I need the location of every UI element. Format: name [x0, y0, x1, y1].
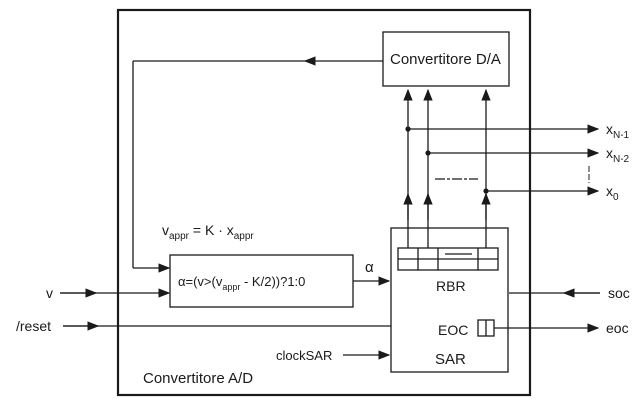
input-reset-label: /reset [16, 318, 51, 334]
dac-label: Convertitore D/A [390, 51, 501, 68]
alpha-label: α [365, 259, 374, 276]
sar-label: SAR [435, 351, 466, 368]
adc-outer-box [116, 8, 532, 397]
adc-outer-label: Convertitore A/D [143, 370, 253, 387]
soc-label: soc [608, 285, 630, 301]
clock-sar-label: clockSAR [276, 348, 332, 363]
dac-box [382, 31, 510, 87]
comparator-expression: α=(v>(vappr - K/2))?1:0 [178, 274, 305, 292]
input-v-label: v [46, 285, 53, 301]
output-x-n-2: xN-2 [606, 145, 630, 165]
output-taps [405, 124, 600, 196]
eoc-output-label: eoc [606, 320, 629, 336]
bit-bus [403, 88, 491, 248]
output-x-0: x0 [606, 183, 619, 203]
approx-formula: vappr = K · xappr [162, 222, 254, 242]
rbr-register [397, 247, 499, 271]
sar-box [390, 227, 509, 373]
feedback-line [132, 56, 383, 273]
rbr-label: RBR [436, 278, 466, 294]
output-x-n-1: xN-1 [606, 121, 630, 141]
eoc-label: EOC [438, 322, 468, 338]
